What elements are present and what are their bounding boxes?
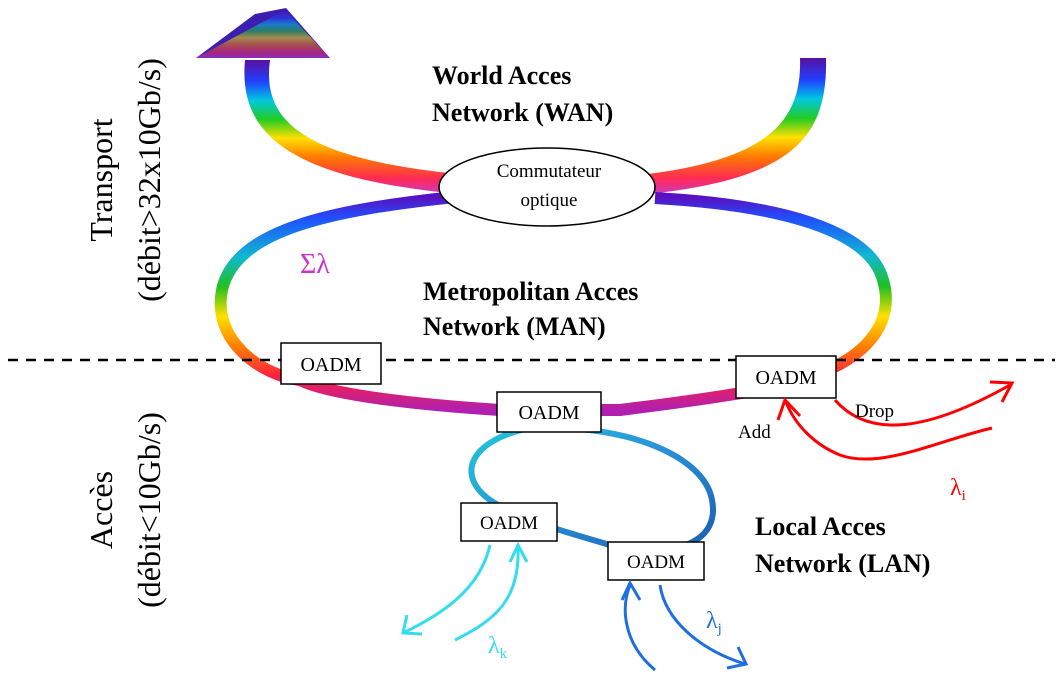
access-rate-label: (débit<10Gb/s) <box>131 412 167 608</box>
oadm-label: OADM <box>480 513 538 534</box>
oadm-man-right: OADM <box>735 355 837 399</box>
wan-right-arm <box>640 58 827 195</box>
transport-rate-label: (débit>32x10Gb/s) <box>131 58 167 302</box>
cyan-drop-arrow <box>404 544 492 634</box>
add-label: Add <box>738 422 771 443</box>
transport-label: Transport <box>83 118 119 241</box>
oadm-lan-left: OADM <box>460 502 558 542</box>
blue-drop-arrow-head <box>726 646 749 670</box>
oadm-label: OADM <box>627 552 685 573</box>
add-arrow-head <box>776 397 802 421</box>
oadm-label: OADM <box>518 402 579 424</box>
drop-arrow <box>833 383 1011 427</box>
blue-add-arrow-head <box>620 579 642 601</box>
cyan-add-arrow-head <box>508 541 529 563</box>
switch-label-line1: Commutateur <box>497 161 602 182</box>
add-arrow <box>784 401 993 461</box>
oadm-lan-right: OADM <box>607 541 705 581</box>
cyan-add-arrow <box>454 546 520 642</box>
cyan-drop-arrow-head <box>401 614 423 636</box>
drop-label: Drop <box>855 401 894 422</box>
blue-add-drop-arrows <box>620 579 749 672</box>
switch-label-line2: optique <box>521 190 578 211</box>
drop-arrow-head <box>989 380 1015 403</box>
lan-label-line2: Network (LAN) <box>755 549 930 578</box>
blue-drop-arrow <box>658 584 746 666</box>
man-label-line2: Network (MAN) <box>423 312 606 341</box>
lambda-k-label: λk <box>488 633 508 662</box>
oadm-label: OADM <box>755 367 816 389</box>
wan-left-arm <box>196 8 470 195</box>
lambda-j-label: λj <box>706 608 722 637</box>
man-label-line1: Metropolitan Acces <box>423 277 638 306</box>
cyan-add-drop-arrows <box>401 541 529 642</box>
optical-switch: Commutateur optique <box>438 147 656 227</box>
wan-label-line2: Network (WAN) <box>432 98 613 127</box>
lan-label-line1: Local Acces <box>755 512 886 541</box>
blue-add-arrow <box>623 584 656 672</box>
access-label: Accès <box>83 471 119 549</box>
red-add-drop-arrows <box>776 380 1015 461</box>
lambda-i-label: λi <box>950 475 966 504</box>
oadm-man-left: OADM <box>280 342 382 385</box>
oadm-man-bottom: OADM <box>496 391 602 433</box>
sigma-lambda-label: Σλ <box>300 249 330 280</box>
oadm-label: OADM <box>300 354 361 376</box>
wan-label-line1: World Acces <box>432 61 571 90</box>
